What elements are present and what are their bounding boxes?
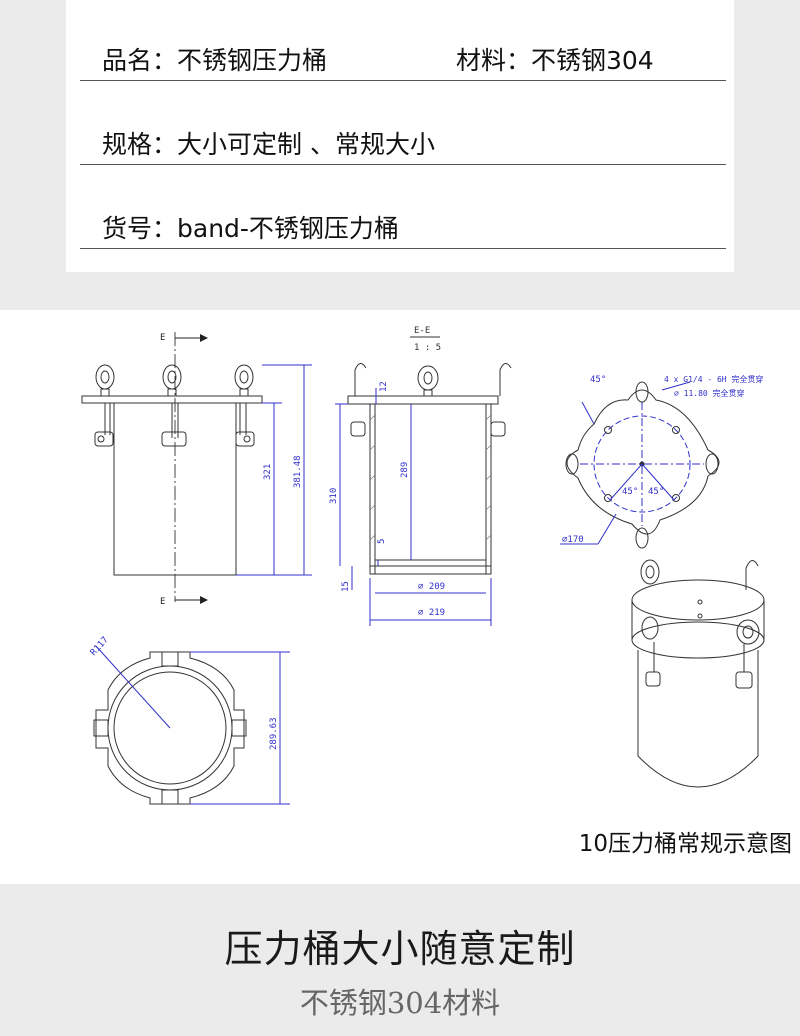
section-view [335,363,512,626]
front-view [81,332,312,604]
product-name: 品名：不锈钢压力桶 [102,46,328,75]
dim-289-63: 289.63 [269,717,279,750]
spec-row-name: 品名：不锈钢压力桶 材料：不锈钢304 [80,46,726,81]
clamp-ring-view [93,645,290,805]
dim-d209: ⌀ 209 [418,582,445,592]
footer-title: 压力桶大小随意定制 [224,927,576,971]
footer-subtitle: 不锈钢304材料 [299,986,501,1020]
lid-top-view [560,381,720,549]
section-marker-top: E [160,333,165,343]
hole-spec-2: ⌀ 11.80 完全贯穿 [674,388,745,398]
dim-height-381: 381.48 [293,455,303,488]
isometric-view [631,559,765,788]
dim-12: 12 [379,381,389,392]
item-number: 货号：band-不锈钢压力桶 [102,214,399,243]
specification: 规格：大小可定制 、常规大小 [102,130,435,159]
spec-row-item: 货号：band-不锈钢压力桶 [80,214,726,249]
section-scale: 1 : 5 [414,343,441,353]
dim-289: 289 [400,462,410,478]
angle-45-top: 45° [590,375,606,385]
spec-card: 品名：不锈钢压力桶 材料：不锈钢304 规格：大小可定制 、常规大小 货号：ba… [66,0,734,272]
dim-d170: ⌀170 [562,535,584,545]
drawing-caption: 10压力桶常规示意图 [578,831,792,857]
material: 材料：不锈钢304 [456,46,654,75]
spec-row-size: 规格：大小可定制 、常规大小 [80,130,726,165]
angle-45-right: 45° [648,487,664,497]
dim-5: 5 [377,539,387,544]
section-title: E-E [414,326,430,336]
hole-spec-1: 4 x G1/4 - 6H 完全贯穿 [664,374,763,384]
section-marker-bottom: E [160,597,165,607]
dim-310: 310 [329,488,339,504]
technical-drawing-panel: E E 321 381.48 [0,310,800,884]
dim-r117: R117 [89,635,111,658]
dim-15: 15 [341,581,351,592]
dim-height-321: 321 [263,464,273,480]
dim-d219: ⌀ 219 [418,608,445,618]
technical-drawing: E E 321 381.48 [81,326,765,805]
angle-45-left: 45° [622,487,638,497]
